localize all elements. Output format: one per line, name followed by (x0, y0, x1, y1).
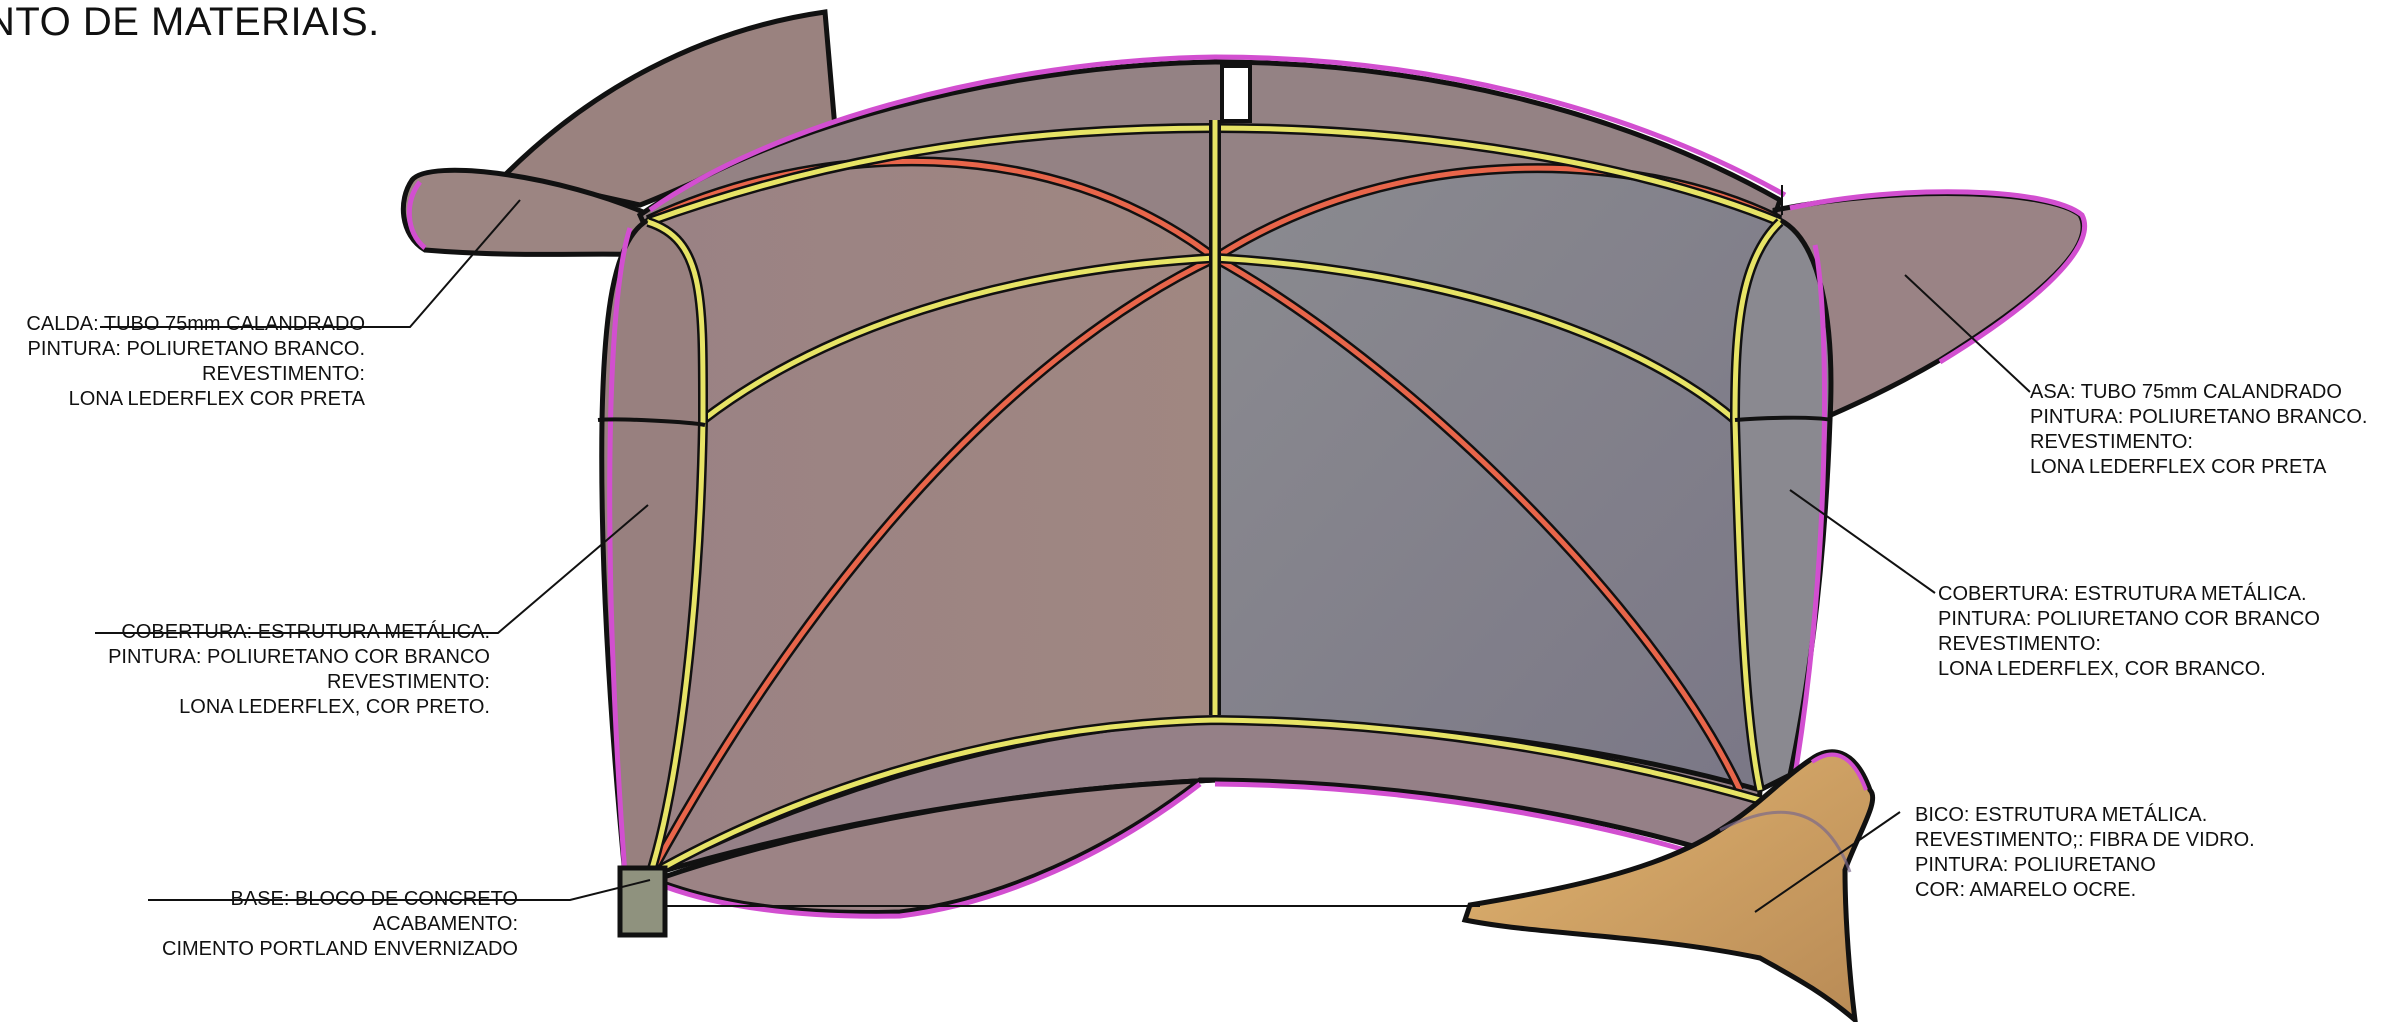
tail-blade (400, 167, 653, 258)
annotation-line: REVESTIMENTO: (327, 671, 490, 693)
annotation-line: REVESTIMENTO: (1938, 633, 2101, 655)
annotation-line: BICO: ESTRUTURA METÁLICA. (1915, 804, 2208, 826)
annotation-line: REVESTIMENTO: (202, 363, 365, 385)
sheet-title: NTO DE MATERIAIS. (0, 0, 380, 44)
annotation-line: LONA LEDERFLEX COR PRETA (68, 388, 365, 410)
beak-shape (1461, 749, 1876, 1022)
annotation-line: ASA: TUBO 75mm CALANDRADO (2030, 381, 2342, 403)
base-concrete-block (617, 865, 668, 938)
annotation-line: BASE: BLOCO DE CONCRETO (230, 888, 518, 910)
annotation-calda: CALDA: TUBO 75mm CALANDRADO PINTURA: POL… (0, 312, 365, 412)
annotation-line: COR: AMARELO OCRE. (1915, 879, 2137, 901)
annotation-line: LONA LEDERFLEX, COR PRETO. (179, 696, 490, 718)
leader-lines (95, 199, 2031, 913)
front-skirt-lower (647, 777, 1216, 916)
annotation-bico: BICO: ESTRUTURA METÁLICA. REVESTIMENTO;:… (1915, 803, 2305, 903)
annotation-line: ACABAMENTO: (372, 913, 518, 935)
annotation-line: LONA LEDERFLEX COR PRETA (2030, 456, 2327, 478)
annotation-line: PINTURA: POLIURETANO BRANCO. (27, 338, 365, 360)
roof-opening (1220, 64, 1252, 123)
annotation-cobertura-left: COBERTURA: ESTRUTURA METÁLICA. PINTURA: … (40, 620, 490, 720)
annotation-line: PINTURA: POLIURETANO COR BRANCO (1938, 608, 2320, 630)
annotation-line: CALDA: TUBO 75mm CALANDRADO (26, 313, 365, 335)
annotation-line: REVESTIMENTO;: FIBRA DE VIDRO. (1915, 829, 2255, 851)
annotation-line: PINTURA: POLIURETANO BRANCO. (2030, 406, 2368, 428)
annotation-line: LONA LEDERFLEX, COR BRANCO. (1938, 658, 2266, 680)
annotation-line: PINTURA: POLIURETANO (1915, 854, 2156, 876)
annotation-line: PINTURA: POLIURETANO COR BRANCO (108, 646, 490, 668)
annotation-line: COBERTURA: ESTRUTURA METÁLICA. (1938, 583, 2307, 605)
annotation-line: COBERTURA: ESTRUTURA METÁLICA. (121, 621, 490, 643)
annotation-line: CIMENTO PORTLAND ENVERNIZADO (162, 938, 518, 960)
annotation-cobertura-right: COBERTURA: ESTRUTURA METÁLICA. PINTURA: … (1938, 582, 2338, 682)
annotation-line: REVESTIMENTO: (2030, 431, 2193, 453)
annotation-asa: ASA: TUBO 75mm CALANDRADO PINTURA: POLIU… (2030, 380, 2375, 480)
annotation-base: BASE: BLOCO DE CONCRETO ACABAMENTO: CIME… (140, 887, 518, 962)
